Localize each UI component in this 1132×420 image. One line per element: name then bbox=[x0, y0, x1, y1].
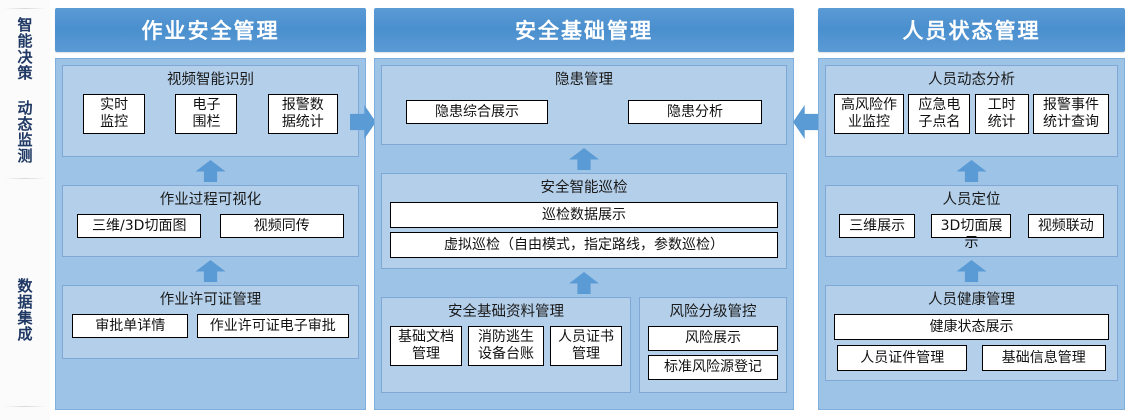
node-row: 实时监控 电子围栏 报警数据统计 bbox=[71, 94, 350, 134]
node-row: 三维/3D切面图 视频同传 bbox=[71, 214, 350, 238]
node-3d-display[interactable]: 三维展示 bbox=[839, 214, 916, 238]
node-inspection-data-display[interactable]: 巡检数据展示 bbox=[390, 202, 778, 228]
column-safety-foundation: 安全基础管理 隐患管理 隐患综合展示 隐患分析 安全智能巡检 巡检数据展示 虚拟… bbox=[374, 8, 794, 410]
column-title-personnel-status: 人员状态管理 bbox=[818, 8, 1125, 52]
rail-label-data-integration: 数据集成 bbox=[15, 278, 34, 342]
node-working-hours-statistics[interactable]: 工时统计 bbox=[974, 94, 1029, 134]
node-personnel-id-management[interactable]: 人员证件管理 bbox=[837, 345, 968, 371]
node-basic-info-management[interactable]: 基础信息管理 bbox=[981, 345, 1106, 371]
node-3d-section-display[interactable]: 3D切面展示 bbox=[931, 214, 1012, 251]
group-process-visualization: 作业过程可视化 三维/3D切面图 视频同传 bbox=[62, 185, 359, 257]
arrow-up-icon bbox=[569, 272, 599, 294]
column-title-operation-safety: 作业安全管理 bbox=[55, 8, 366, 52]
node-row: 三维展示 3D切面展示 视频联动 bbox=[834, 214, 1109, 251]
node-personnel-certificate-management[interactable]: 人员证书管理 bbox=[550, 326, 622, 366]
group-title-video-ai-recognition: 视频智能识别 bbox=[167, 72, 254, 88]
group-personnel-positioning: 人员定位 三维展示 3D切面展示 视频联动 bbox=[825, 185, 1118, 257]
group-smart-inspection: 安全智能巡检 巡检数据展示 虚拟巡检（自由模式，指定路线，参数巡检） bbox=[381, 173, 787, 269]
arrow-up-icon bbox=[956, 160, 987, 182]
group-personnel-health: 人员健康管理 健康状态展示 人员证件管理 基础信息管理 bbox=[825, 285, 1118, 381]
rail-label-decision-monitoring: 智能决策 动态监测 bbox=[15, 16, 34, 164]
column-body-operation-safety: 视频智能识别 实时监控 电子围栏 报警数据统计 作业过程可视化 三维/3D切面图… bbox=[55, 58, 366, 410]
bottom-group-row: 安全基础资料管理 基础文档管理 消防逃生设备台账 人员证书管理 风险分级管控 风… bbox=[381, 297, 787, 393]
group-work-permit-management: 作业许可证管理 审批单详情 作业许可证电子审批 bbox=[62, 285, 359, 359]
group-title-risk-grading-control: 风险分级管控 bbox=[669, 304, 757, 320]
group-risk-grading-control: 风险分级管控 风险展示 标准风险源登记 bbox=[639, 297, 787, 393]
node-row-inner: 人员证件管理 基础信息管理 bbox=[834, 345, 1109, 371]
node-alarm-data-statistics[interactable]: 报警数据统计 bbox=[267, 94, 338, 134]
rail-divider-top bbox=[4, 8, 46, 9]
node-row: 巡检数据展示 虚拟巡检（自由模式，指定路线，参数巡检） bbox=[390, 202, 778, 258]
column-body-personnel-status: 人员动态分析 高风险作业监控 应急电子点名 工时统计 报警事件统计查询 人员定位… bbox=[818, 58, 1125, 410]
column-body-safety-foundation: 隐患管理 隐患综合展示 隐患分析 安全智能巡检 巡检数据展示 虚拟巡检（自由模式… bbox=[374, 58, 794, 410]
node-base-document-management[interactable]: 基础文档管理 bbox=[390, 326, 462, 366]
node-fire-escape-equipment-ledger[interactable]: 消防逃生设备台账 bbox=[468, 326, 544, 366]
node-video-linkage[interactable]: 视频联动 bbox=[1027, 214, 1104, 238]
node-high-risk-operation-monitoring[interactable]: 高风险作业监控 bbox=[834, 94, 904, 134]
node-hazard-analysis[interactable]: 隐患分析 bbox=[628, 100, 762, 124]
node-row: 审批单详情 作业许可证电子审批 bbox=[71, 314, 350, 338]
node-realtime-monitoring[interactable]: 实时监控 bbox=[83, 94, 146, 134]
group-title-hazard-management: 隐患管理 bbox=[555, 72, 613, 88]
group-title-personnel-dynamic-analysis: 人员动态分析 bbox=[928, 72, 1015, 88]
arrow-up-icon bbox=[195, 160, 226, 182]
group-title-personnel-health: 人员健康管理 bbox=[928, 292, 1015, 308]
node-electronic-fence[interactable]: 电子围栏 bbox=[175, 94, 238, 134]
group-title-work-permit-management: 作业许可证管理 bbox=[159, 292, 262, 308]
node-row: 基础文档管理 消防逃生设备台账 人员证书管理 bbox=[390, 326, 622, 366]
node-approval-form-detail[interactable]: 审批单详情 bbox=[72, 314, 189, 338]
node-3d-section-view[interactable]: 三维/3D切面图 bbox=[77, 214, 202, 238]
node-standard-risk-source-registration[interactable]: 标准风险源登记 bbox=[648, 355, 778, 380]
group-personnel-dynamic-analysis: 人员动态分析 高风险作业监控 应急电子点名 工时统计 报警事件统计查询 bbox=[825, 65, 1118, 157]
group-title-smart-inspection: 安全智能巡检 bbox=[540, 180, 628, 196]
group-video-ai-recognition: 视频智能识别 实时监控 电子围栏 报警数据统计 bbox=[62, 65, 359, 157]
node-virtual-inspection[interactable]: 虚拟巡检（自由模式，指定路线，参数巡检） bbox=[390, 232, 778, 258]
group-title-safety-base-docs: 安全基础资料管理 bbox=[448, 304, 564, 320]
node-row: 风险展示 标准风险源登记 bbox=[648, 326, 778, 380]
rail-divider-middle bbox=[4, 178, 46, 179]
group-title-personnel-positioning: 人员定位 bbox=[942, 192, 1001, 208]
node-work-permit-e-approval[interactable]: 作业许可证电子审批 bbox=[196, 314, 349, 338]
rail-divider-bottom bbox=[4, 406, 46, 407]
arrow-up-icon bbox=[195, 260, 226, 282]
node-emergency-electronic-roll-call[interactable]: 应急电子点名 bbox=[908, 94, 971, 134]
column-personnel-status: 人员状态管理 人员动态分析 高风险作业监控 应急电子点名 工时统计 报警事件统计… bbox=[818, 8, 1125, 410]
group-safety-base-docs: 安全基础资料管理 基础文档管理 消防逃生设备台账 人员证书管理 bbox=[381, 297, 631, 393]
node-risk-display[interactable]: 风险展示 bbox=[648, 326, 778, 351]
group-title-process-visualization: 作业过程可视化 bbox=[159, 192, 262, 208]
left-rail: 智能决策 动态监测 数据集成 bbox=[0, 0, 50, 420]
node-row: 健康状态展示 人员证件管理 基础信息管理 bbox=[834, 314, 1109, 371]
node-alarm-event-statistics-query[interactable]: 报警事件统计查询 bbox=[1032, 94, 1109, 134]
node-health-status-display[interactable]: 健康状态展示 bbox=[834, 314, 1109, 340]
column-operation-safety: 作业安全管理 视频智能识别 实时监控 电子围栏 报警数据统计 作业过程可视化 三… bbox=[55, 8, 366, 410]
arrow-left-icon bbox=[793, 105, 819, 139]
group-hazard-management: 隐患管理 隐患综合展示 隐患分析 bbox=[381, 65, 787, 145]
column-title-safety-foundation: 安全基础管理 bbox=[374, 8, 794, 52]
node-row: 高风险作业监控 应急电子点名 工时统计 报警事件统计查询 bbox=[834, 94, 1109, 134]
node-row: 隐患综合展示 隐患分析 bbox=[390, 94, 778, 124]
arrow-up-icon bbox=[569, 148, 599, 170]
arrow-up-icon bbox=[956, 260, 987, 282]
node-hazard-overview-display[interactable]: 隐患综合展示 bbox=[406, 100, 548, 124]
node-video-synchronous-transmission[interactable]: 视频同传 bbox=[219, 214, 344, 238]
